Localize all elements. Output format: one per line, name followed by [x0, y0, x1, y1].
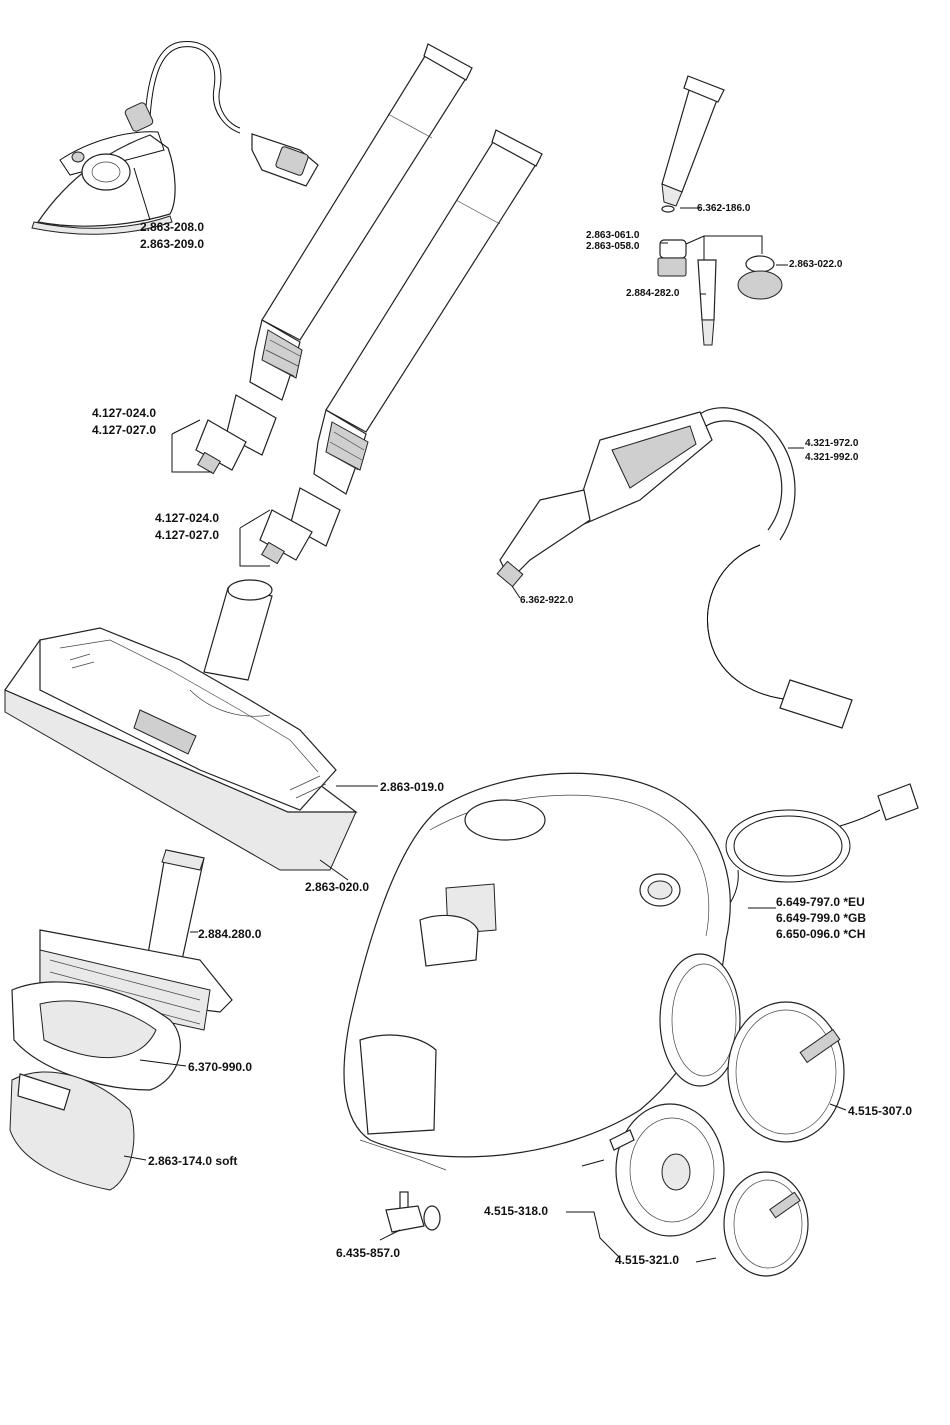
- part-number-castor: 6.435-857.0: [336, 1246, 401, 1260]
- part-number-floor-cloth: 2.863-020.0: [305, 880, 370, 894]
- part-number-floor-nozzle: 2.863-019.0: [380, 780, 445, 794]
- wheel: [609, 1103, 725, 1237]
- hub-cap: [723, 1171, 809, 1277]
- part-number-hose-2: 4.321-992.0: [805, 452, 859, 463]
- part-number-wheel-cover: 4.515-307.0: [848, 1104, 913, 1118]
- wire-brush: [737, 255, 783, 300]
- extension-tube-lower: [259, 129, 543, 565]
- brush-small: [657, 239, 687, 277]
- part-number-power-cord-ch: 6.650-096.0 *CH: [776, 927, 866, 941]
- steam-iron: [31, 41, 319, 235]
- part-number-tube2-1: 4.127-024.0: [155, 511, 220, 525]
- part-number-hub-cap: 4.515-321.0: [615, 1253, 680, 1267]
- extension-tube-upper: [195, 43, 473, 475]
- part-number-hand-nozzle: 2.884.280.0: [198, 927, 262, 941]
- part-number-power-cord-eu: 6.649-797.0 *EU: [776, 895, 865, 909]
- part-number-o-ring-nozzle: 6.362-186.0: [697, 203, 751, 214]
- castor-wheel: [385, 1191, 441, 1233]
- part-number-brush-small-2: 2.863-058.0: [586, 241, 640, 252]
- part-number-wheel: 4.515-318.0: [484, 1204, 549, 1218]
- part-number-tube2-2: 4.127-027.0: [155, 528, 220, 542]
- detail-nozzle: [661, 75, 725, 213]
- power-nozzle: [697, 259, 717, 346]
- part-number-o-ring-gun: 6.362-922.0: [520, 595, 574, 606]
- part-number-iron-2: 2.863-209.0: [140, 237, 205, 251]
- part-number-brush-small-1: 2.863-061.0: [586, 230, 640, 241]
- microfibre-cover: [9, 1071, 135, 1191]
- part-number-power-cord-gb: 6.649-799.0 *GB: [776, 911, 867, 925]
- part-number-tube1-1: 4.127-024.0: [92, 406, 157, 420]
- steam-gun-with-hose: [496, 407, 853, 729]
- leader-lines: [123, 167, 847, 1263]
- part-number-hose-1: 4.321-972.0: [805, 438, 859, 449]
- wheel-cover-large: [727, 1001, 845, 1143]
- part-number-tube1-2: 4.127-027.0: [92, 423, 157, 437]
- part-number-wire-brush: 2.863-022.0: [789, 259, 843, 270]
- part-number-microfibre-cover: 2.863-174.0 soft: [148, 1154, 238, 1168]
- part-number-terry-cover: 6.370-990.0: [188, 1060, 253, 1074]
- steam-cleaner-body: [343, 772, 741, 1171]
- terry-cover: [11, 981, 181, 1091]
- power-cord: [711, 783, 919, 921]
- part-number-iron-1: 2.863-208.0: [140, 220, 205, 234]
- part-number-power-nozzle: 2.884-282.0: [626, 288, 680, 299]
- floor-nozzle: [4, 579, 358, 871]
